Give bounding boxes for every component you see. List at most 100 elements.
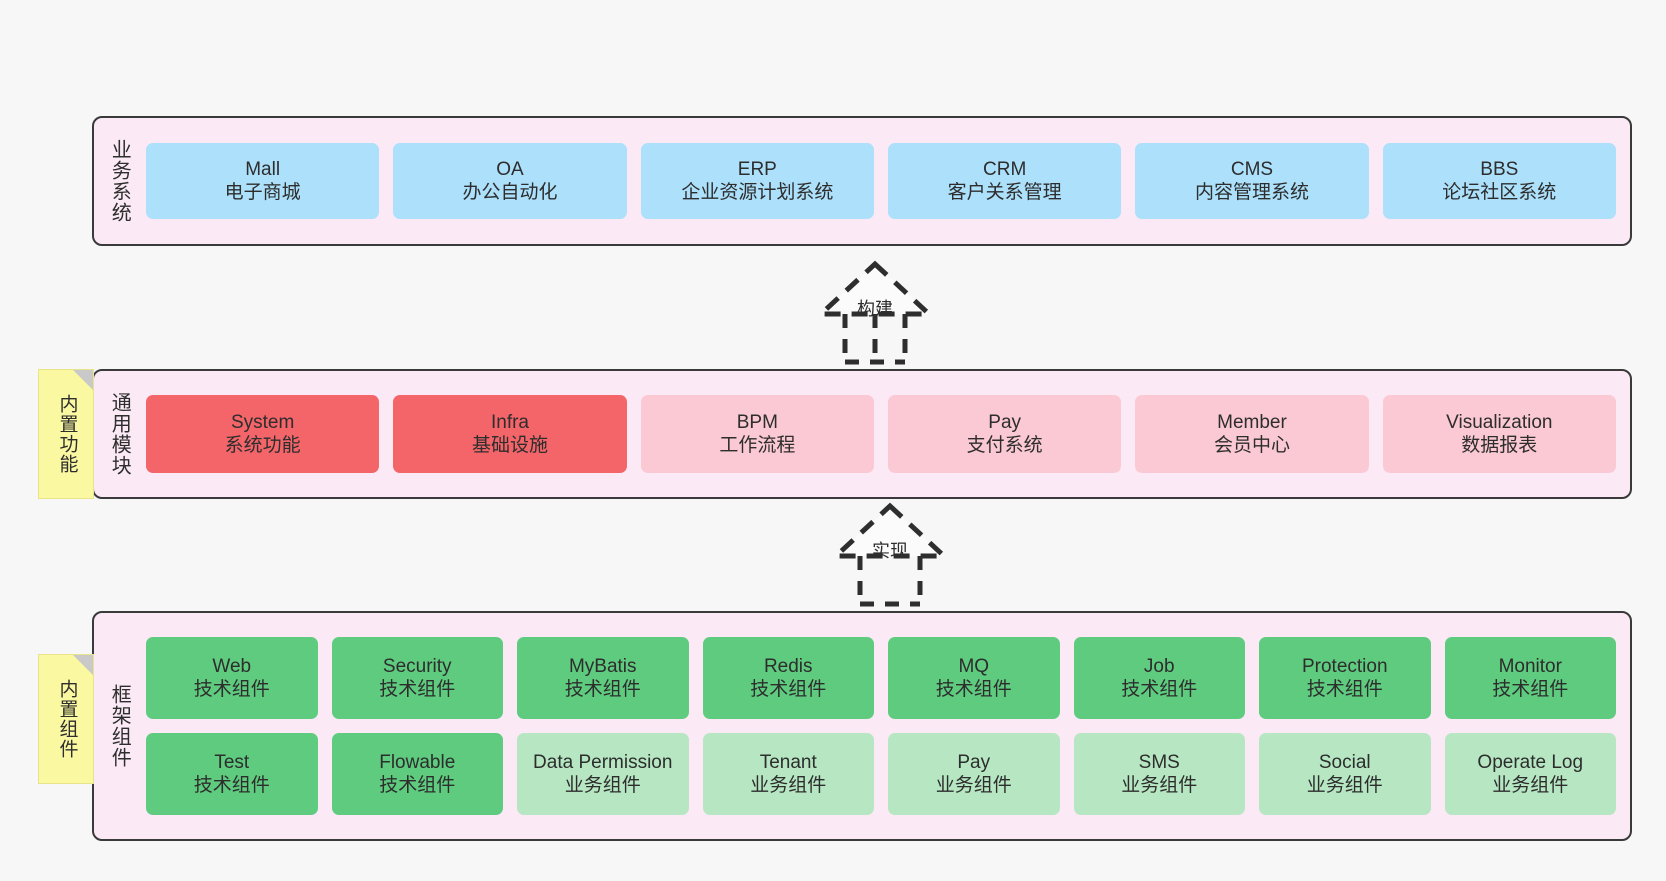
cell-title-en: MQ [958, 655, 990, 677]
cell-title-en: ERP [737, 158, 777, 180]
cell-title-cn: 电子商城 [224, 182, 301, 203]
cell-title-en: Web [212, 655, 252, 677]
cell-title-cn: 业务组件 [564, 775, 641, 796]
cell-title-en: System [230, 411, 295, 433]
note-builtin-features-label: 内置功能 [56, 394, 78, 474]
cell-title-cn: 业务组件 [1492, 775, 1569, 796]
cell-title-en: Protection [1301, 655, 1388, 677]
note-builtin-components-label: 内置组件 [56, 679, 78, 759]
cell-title-cn: 工作流程 [719, 435, 796, 456]
cell-title-cn: 技术组件 [193, 775, 270, 796]
cell-title-cn: 基础设施 [471, 435, 548, 456]
cell-title-cn: 客户关系管理 [947, 182, 1062, 203]
cell-title-en: Infra [490, 411, 529, 433]
cell-title-en: Tenant [759, 751, 817, 773]
cell-title-cn: 技术组件 [564, 679, 641, 700]
cell-title-en: Social [1318, 751, 1371, 773]
cell-title-en: Visualization [1446, 411, 1553, 433]
cell-title-en: Security [382, 655, 452, 677]
cell-title-en: CRM [983, 158, 1027, 180]
cell-title-cn: 技术组件 [750, 679, 827, 700]
cell-title-en: CMS [1230, 158, 1274, 180]
connector-build: 构建 [790, 258, 960, 368]
cell-title-cn: 业务组件 [1121, 775, 1198, 796]
connector-implement: 实现 [805, 500, 975, 610]
cell-title-cn: 支付系统 [966, 435, 1043, 456]
cell-title-en: MyBatis [568, 655, 637, 677]
note-builtin-components: 内置组件 [38, 654, 94, 784]
cell-title-en: Redis [763, 655, 813, 677]
cell-title-cn: 技术组件 [1306, 679, 1383, 700]
cell-title-cn: 技术组件 [1121, 679, 1198, 700]
cell-title-en: Flowable [379, 751, 456, 773]
cell-title-cn: 企业资源计划系统 [681, 182, 834, 203]
layer-title-framework: 框架组件 [108, 684, 131, 768]
cell-title-cn: 论坛社区系统 [1442, 182, 1557, 203]
layer-title-modules: 通用模块 [108, 392, 131, 476]
cell-title-en: OA [496, 158, 524, 180]
cell-title-cn: 业务组件 [750, 775, 827, 796]
cell-title-cn: 数据报表 [1461, 435, 1538, 456]
generalization-triangle-icon [829, 502, 951, 559]
cell-title-en: Test [214, 751, 250, 773]
connector-implement-label: 实现 [872, 541, 908, 561]
cell-title-en: Operate Log [1477, 751, 1584, 773]
cell-title-cn: 办公自动化 [462, 182, 558, 203]
cell-title-en: Mall [245, 158, 281, 180]
cell-title-cn: 内容管理系统 [1194, 182, 1309, 203]
cell-title-cn: 业务组件 [935, 775, 1012, 796]
cell-title-en: Data Permission [533, 751, 673, 773]
layer-title-business: 业务系统 [108, 139, 131, 223]
cell-title-en: SMS [1138, 751, 1180, 773]
cell-title-cn: 技术组件 [935, 679, 1012, 700]
cell-title-en: Monitor [1498, 655, 1562, 677]
cell-title-cn: 技术组件 [379, 679, 456, 700]
cell-title-en: Member [1217, 411, 1287, 433]
cell-title-en: Job [1143, 655, 1175, 677]
connector-build-label: 构建 [857, 299, 893, 319]
cell-title-en: Pay [988, 411, 1022, 433]
cell-title-cn: 技术组件 [1492, 679, 1569, 700]
cell-title-cn: 业务组件 [1306, 775, 1383, 796]
cell-title-cn: 会员中心 [1213, 435, 1290, 456]
generalization-triangle-icon [814, 260, 936, 317]
cell-title-en: BPM [736, 411, 778, 433]
